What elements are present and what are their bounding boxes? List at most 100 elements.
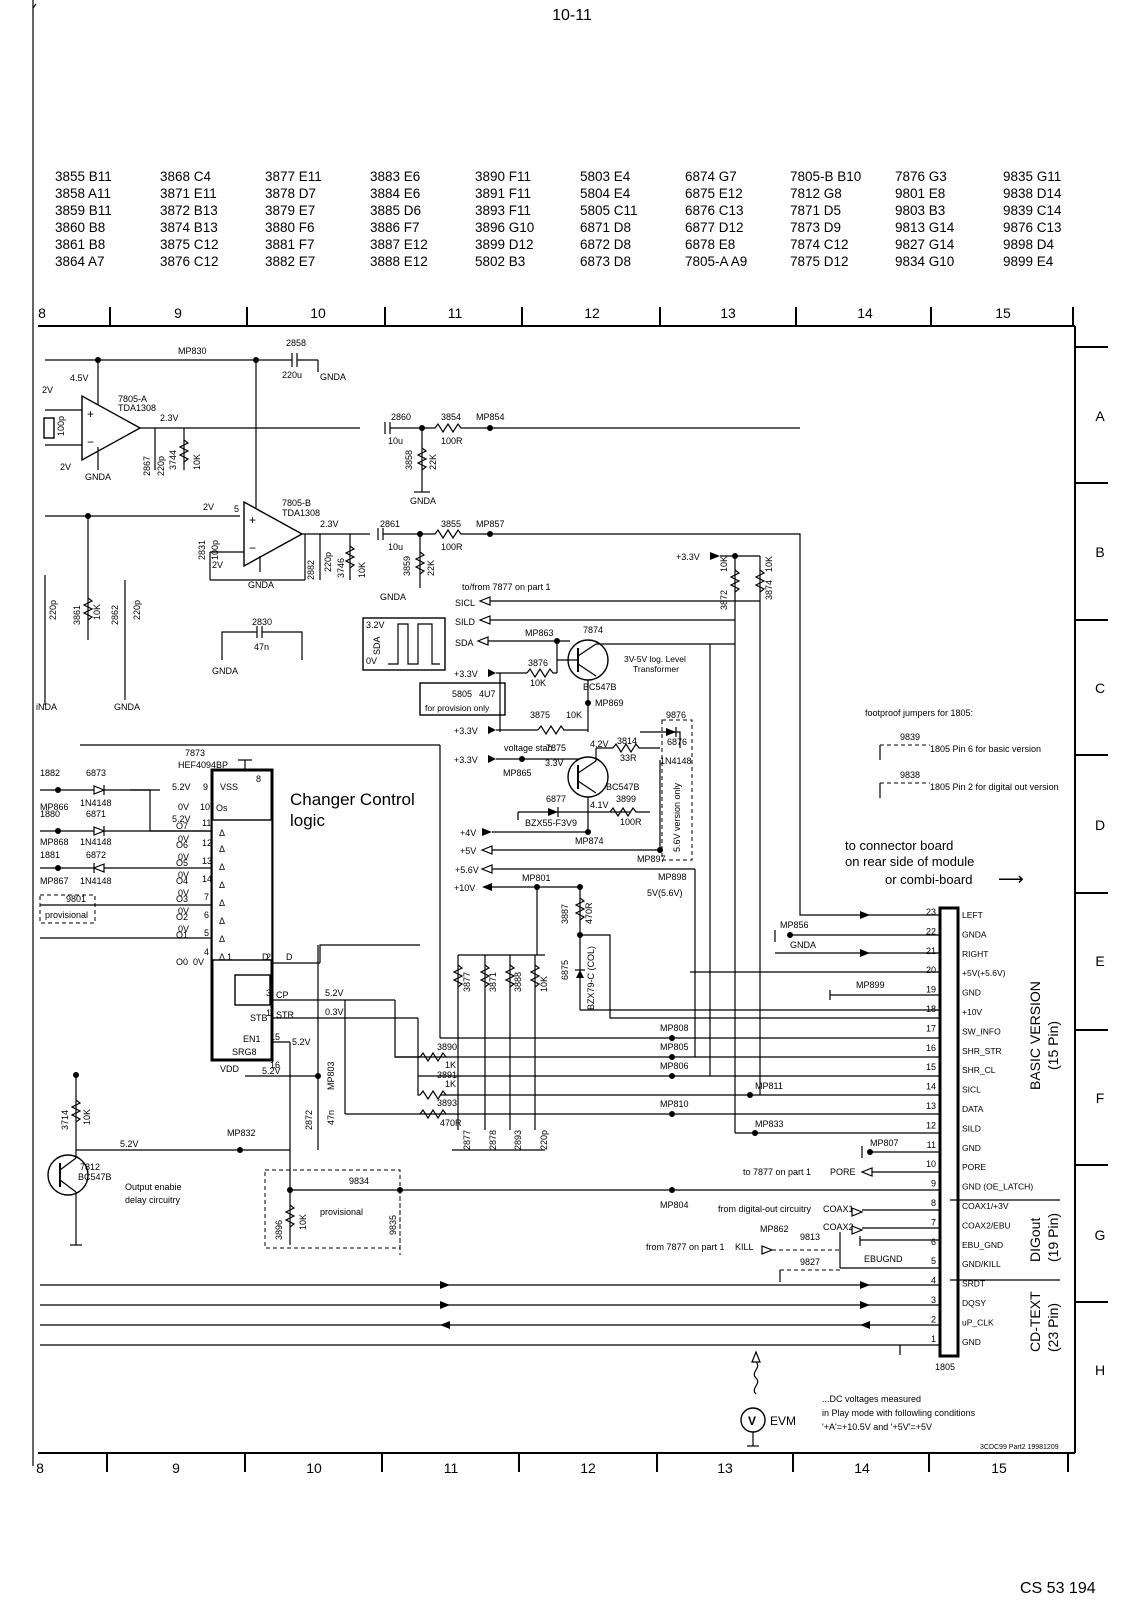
svg-text:10K: 10K <box>539 976 549 992</box>
svg-text:MP898: MP898 <box>658 872 687 882</box>
connector-pin-label: SRDT <box>962 1279 985 1289</box>
connector-pin-label: DQSY <box>962 1298 986 1308</box>
svg-text:or combi-board: or combi-board <box>885 872 972 887</box>
connector-pin-number: 22 <box>926 926 936 936</box>
col-label-bottom: 10 <box>306 1460 322 1476</box>
svg-text:MP854: MP854 <box>476 412 505 422</box>
connector-pin-label: SHR_STR <box>962 1046 1002 1056</box>
svg-text:5803 E4: 5803 E4 <box>580 169 631 184</box>
svg-text:6876 C13: 6876 C13 <box>685 203 744 218</box>
cdtext-label: CD-TEXT <box>1027 1291 1043 1352</box>
connector-pin-label: LEFT <box>962 910 983 920</box>
col-label-top: 15 <box>995 305 1011 321</box>
svg-text:iNDA: iNDA <box>36 702 57 712</box>
svg-text:3891: 3891 <box>437 1070 457 1080</box>
svg-text:'+A'=+10.5V and '+5V'=+5V: '+A'=+10.5V and '+5V'=+5V <box>822 1422 932 1432</box>
svg-text:6878 E8: 6878 E8 <box>685 237 735 252</box>
svg-text:3877: 3877 <box>462 972 472 992</box>
svg-text:100R: 100R <box>441 542 463 552</box>
svg-text:from digital-out circuitry: from digital-out circuitry <box>718 1204 812 1214</box>
svg-text:2867: 2867 <box>142 456 152 476</box>
digout-pins: (19 Pin) <box>1045 1213 1061 1262</box>
svg-text:3886 F7: 3886 F7 <box>370 220 420 235</box>
svg-text:to connector board: to connector board <box>845 838 953 853</box>
opamp-7805b: 2V 5 + − 7805-B TDA1308 2.3V 2V GNDA 283… <box>45 360 370 590</box>
ctrl-wires: MP808 MP805 MP806 MP811 MP810 MP833 <box>80 601 940 1136</box>
col-label-top: 9 <box>174 305 182 321</box>
connector-pin-label: GND (OE_LATCH) <box>962 1182 1033 1192</box>
top-grid-ruler: 8 9 10 11 12 13 14 15 <box>38 305 1075 327</box>
svg-text:⟶: ⟶ <box>998 869 1024 889</box>
connector-pin-label: +10V <box>962 1007 982 1017</box>
svg-text:GNDA: GNDA <box>790 940 816 950</box>
svg-text:Δ: Δ <box>219 844 225 854</box>
left-filter-b: 220p 3861 10K 2862 220p iNDA GNDA <box>36 516 142 712</box>
svg-text:STB: STB <box>250 1013 268 1023</box>
svg-text:0V: 0V <box>178 924 189 934</box>
svg-text:MP897: MP897 <box>637 854 666 864</box>
svg-text:7805-A A9: 7805-A A9 <box>685 254 747 269</box>
svg-text:9803 B3: 9803 B3 <box>895 203 945 218</box>
col-label-top: 14 <box>857 305 873 321</box>
connector-pin-number: 20 <box>926 965 936 975</box>
svg-text:5805: 5805 <box>452 689 472 699</box>
svg-text:9898 D4: 9898 D4 <box>1003 237 1055 252</box>
zener-6875: 3887 470R 6875 BZX79-C (COL) <box>560 884 940 1019</box>
svg-text:0V: 0V <box>178 888 189 898</box>
svg-text:3891 F11: 3891 F11 <box>475 186 531 201</box>
svg-text:9839 C14: 9839 C14 <box>1003 203 1062 218</box>
col-label-bottom: 15 <box>991 1460 1007 1476</box>
connector-pin-label: +5V(+5.6V) <box>962 968 1006 978</box>
digout-label: DIGout <box>1027 1218 1043 1262</box>
connector-pin-number: 17 <box>926 1023 936 1033</box>
svg-text:+: + <box>87 407 94 421</box>
svg-text:in Play mode with followling c: in Play mode with followling conditions <box>822 1408 976 1418</box>
svg-text:220p: 220p <box>132 600 142 620</box>
connector-pin-number: 7 <box>931 1217 936 1227</box>
svg-text:PORE: PORE <box>830 1167 856 1177</box>
svg-text:5.6V version only: 5.6V version only <box>672 782 682 852</box>
svg-text:+5V: +5V <box>460 846 476 856</box>
svg-text:0V: 0V <box>178 802 189 812</box>
svg-text:GNDA: GNDA <box>212 666 238 676</box>
svg-text:6873: 6873 <box>86 768 106 778</box>
svg-text:1882: 1882 <box>40 768 60 778</box>
svg-text:7805-A: 7805-A <box>118 394 147 404</box>
svg-text:3880 F6: 3880 F6 <box>265 220 315 235</box>
connector-pin-number: 5 <box>931 1256 936 1266</box>
svg-text:on rear side of module: on rear side of module <box>845 854 974 869</box>
connector-pin-number: 3 <box>931 1295 936 1305</box>
svg-text:Output enabie: Output enabie <box>125 1182 182 1192</box>
svg-text:1N4148: 1N4148 <box>80 798 112 808</box>
dc-note: ...DC voltages measured in Play mode wit… <box>822 1394 1059 1451</box>
svg-text:3859 B11: 3859 B11 <box>55 203 112 218</box>
connector-pin-label: GND <box>962 988 981 998</box>
svg-text:2872: 2872 <box>304 1110 314 1130</box>
svg-text:−: − <box>249 541 256 555</box>
connector-pin-label: GNDA <box>962 929 987 939</box>
svg-text:4.2V: 4.2V <box>590 739 609 749</box>
connector-pin-label: GND/KILL <box>962 1259 1001 1269</box>
svg-text:3859: 3859 <box>402 556 412 576</box>
svg-text:3V-5V log. Level: 3V-5V log. Level <box>624 654 686 664</box>
svg-text:13: 13 <box>202 856 212 866</box>
svg-text:6877 D12: 6877 D12 <box>685 220 744 235</box>
svg-text:7876 G3: 7876 G3 <box>895 169 947 184</box>
pullups-3872-3874: +3.3V 3872 10K 3874 10K <box>676 552 774 620</box>
svg-text:100p: 100p <box>210 540 220 560</box>
svg-text:MP803: MP803 <box>326 1061 336 1090</box>
svg-text:3890 F11: 3890 F11 <box>475 169 531 184</box>
connector-version-labels: BASIC VERSION (15 Pin) DIGout (19 Pin) C… <box>950 981 1061 1352</box>
svg-text:SICL: SICL <box>455 598 475 608</box>
svg-text:3885 D6: 3885 D6 <box>370 203 421 218</box>
svg-text:10: 10 <box>200 802 210 812</box>
svg-text:BC547B: BC547B <box>606 782 640 792</box>
svg-text:3871 E11: 3871 E11 <box>160 186 217 201</box>
svg-text:3899: 3899 <box>616 794 636 804</box>
svg-text:6876: 6876 <box>667 737 687 747</box>
svg-text:9876: 9876 <box>666 710 686 720</box>
svg-text:5802 B3: 5802 B3 <box>475 254 525 269</box>
